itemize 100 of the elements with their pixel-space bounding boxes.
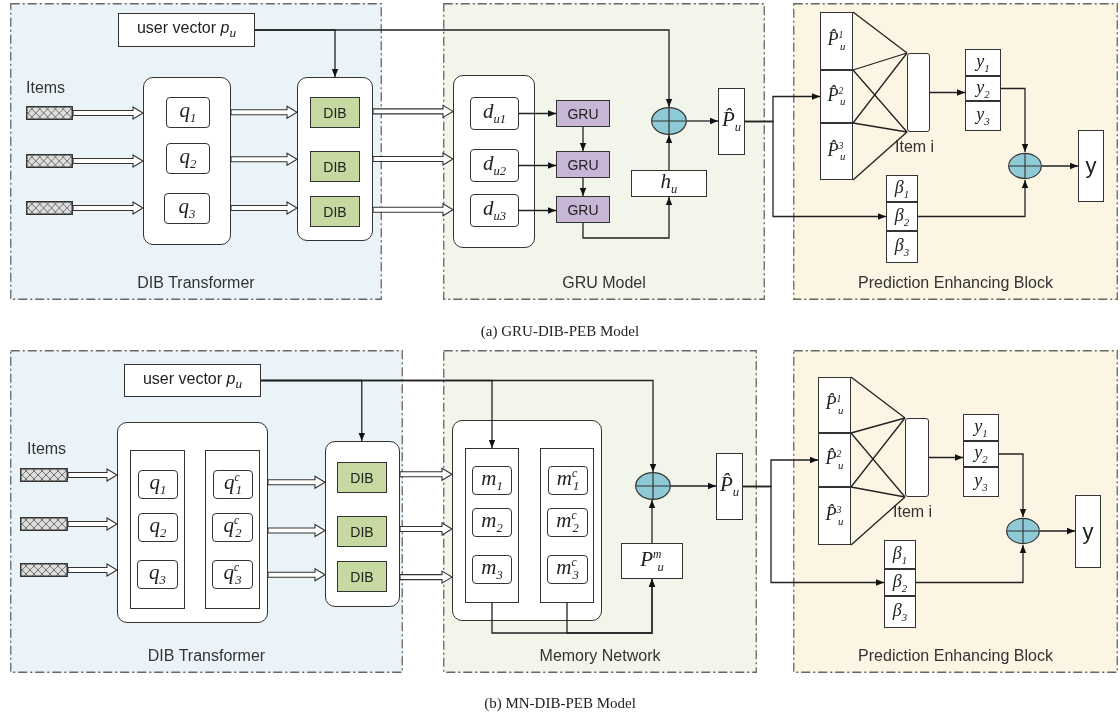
- connector-line: [852, 131, 908, 181]
- vector-box: q$_{1}$: [166, 97, 210, 128]
- panel-heading: Memory Network: [539, 647, 661, 665]
- arrow: [260, 379, 657, 473]
- vector-box: q$_{2}$: [138, 513, 178, 542]
- arrow: [686, 117, 719, 125]
- dib-box: DIB: [337, 516, 387, 547]
- arrow: [518, 110, 557, 117]
- arrow: [518, 162, 557, 169]
- gru-box: GRU: [556, 100, 610, 127]
- container-box: [452, 420, 602, 621]
- connector-line: [852, 69, 908, 133]
- block-arrow: [399, 522, 454, 536]
- column-box: [205, 450, 260, 609]
- vector-cell: y$_{2}$: [965, 76, 1001, 101]
- arrow: [742, 485, 885, 586]
- connector-line: [850, 417, 906, 488]
- vector-box: q$_{2}$: [166, 143, 210, 174]
- arrow: [648, 499, 656, 544]
- module-panel: [793, 350, 1118, 673]
- container-box: [297, 77, 373, 241]
- vector-box: q$_{3}$: [164, 193, 210, 224]
- arrow: [1041, 162, 1079, 170]
- dib-box: DIB: [310, 196, 360, 227]
- output-box: y: [1075, 495, 1101, 568]
- node-caption: Item i: [895, 138, 936, 156]
- dib-box: DIB: [337, 462, 387, 493]
- arrow: [566, 578, 656, 634]
- block-arrow: [67, 517, 119, 531]
- connector-line: [850, 417, 906, 434]
- vector-box: m$_{3}$: [472, 555, 512, 584]
- panel-heading: Prediction Enhancing Block: [858, 647, 1053, 665]
- hatched-bar: [26, 154, 73, 168]
- arrow: [665, 134, 673, 171]
- vector-box: q$_{1}$: [138, 470, 178, 499]
- panel-heading: Prediction Enhancing Block: [858, 274, 1053, 292]
- gru-box: GRU: [556, 196, 610, 223]
- arrow: [582, 196, 673, 239]
- block-arrow: [267, 567, 327, 582]
- arrow: [929, 89, 966, 96]
- arrow: [670, 482, 717, 490]
- panel-heading: DIB Transformer: [147, 647, 266, 665]
- arrow: [1039, 527, 1076, 535]
- vector-box: d$_{u2}$: [470, 149, 519, 182]
- input-label: Items: [27, 440, 67, 458]
- connector-line: [850, 486, 906, 498]
- item-box: [905, 418, 929, 497]
- block-arrow: [72, 106, 145, 120]
- dib-box: DIB: [310, 151, 360, 182]
- vector-cell: y$_{2}$: [963, 441, 999, 467]
- connector-line: [850, 376, 906, 419]
- module-panel: [443, 3, 765, 300]
- block-arrow: [230, 201, 299, 215]
- figure-caption: (a) GRU-DIB-PEB Model: [480, 323, 640, 340]
- vector-box: P̂$_{u}$: [718, 88, 745, 155]
- vector-box: P̂$_{u}$: [716, 453, 743, 520]
- vector-cell: y$_{1}$: [963, 414, 999, 441]
- vector-box: d$_{u3}$: [470, 194, 519, 227]
- hatched-bar: [20, 468, 68, 482]
- vector-cell: y$_{3}$: [965, 101, 1001, 131]
- vector-box: h$_{u}$: [631, 170, 707, 197]
- summation-circle: [651, 107, 687, 135]
- module-panel: [10, 3, 382, 300]
- connector-line: [850, 496, 906, 546]
- summation-circle: [1008, 152, 1042, 180]
- block-arrow: [372, 104, 455, 119]
- dib-box: DIB: [337, 561, 387, 592]
- column-box: [465, 448, 519, 603]
- vector-cell: β$_{2}$: [886, 202, 918, 231]
- column-box: [540, 448, 594, 603]
- connector-line: [850, 432, 906, 498]
- vector-cell: y$_{1}$: [965, 49, 1001, 76]
- container-box: [143, 77, 231, 245]
- summation-circle: [1006, 517, 1040, 545]
- arrow: [744, 120, 887, 220]
- arrow: [579, 126, 587, 152]
- block-arrow: [399, 467, 454, 482]
- arrow: [579, 177, 587, 197]
- vector-box: m$_{2}$: [472, 508, 512, 537]
- gru-box: GRU: [556, 151, 610, 178]
- arrow: [915, 544, 1027, 584]
- container-box: [453, 75, 535, 248]
- block-arrow: [372, 152, 455, 166]
- vector-cell: β$_{3}$: [884, 596, 916, 628]
- connector-line: [852, 52, 908, 124]
- hatched-bar: [20, 517, 68, 531]
- block-arrow: [267, 475, 327, 490]
- vector-cell: β$_{1}$: [886, 175, 918, 202]
- hatched-bar: [26, 201, 73, 215]
- arrow: [928, 454, 964, 461]
- arrow: [254, 29, 673, 108]
- block-arrow: [267, 523, 327, 538]
- vector-box: d$_{u1}$: [470, 97, 519, 130]
- connector-line: [852, 122, 908, 133]
- module-panel: [793, 3, 1118, 300]
- block-arrow: [67, 563, 119, 577]
- vector-cell: β$_{3}$: [886, 231, 918, 263]
- block-arrow: [372, 202, 455, 217]
- input-box: user vector p$_{u}$: [118, 13, 255, 47]
- node-caption: Item i: [893, 503, 934, 521]
